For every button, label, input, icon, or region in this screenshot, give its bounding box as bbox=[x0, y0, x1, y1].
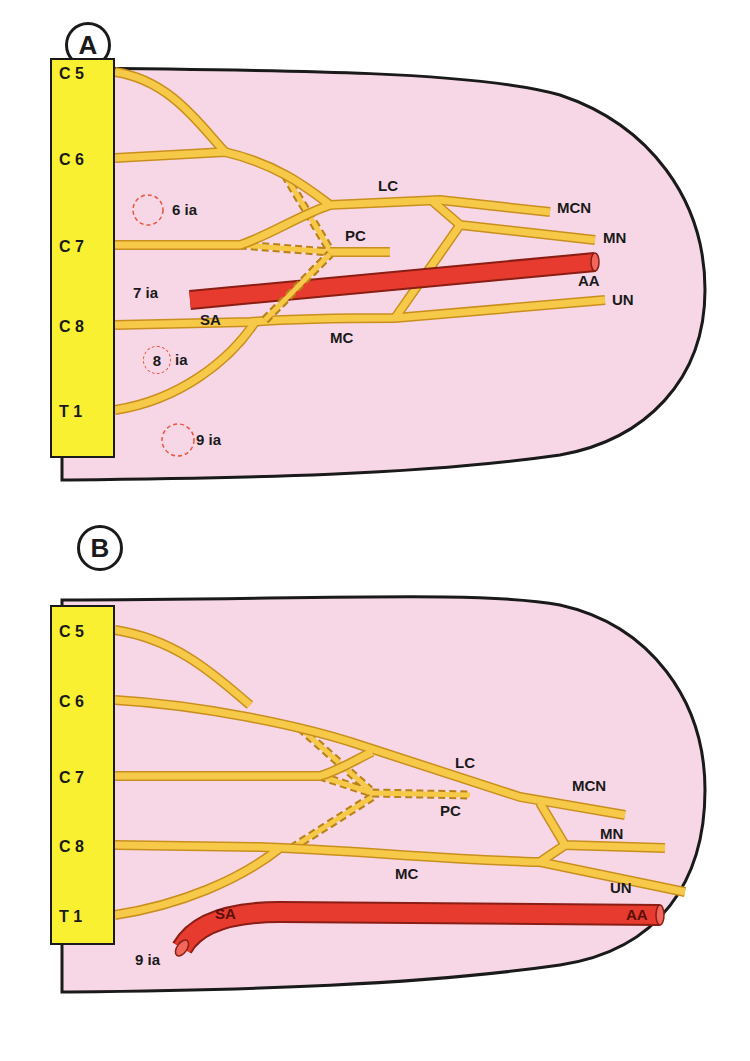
structure-label: ia bbox=[175, 352, 188, 368]
structure-label: LC bbox=[455, 755, 475, 771]
structure-label: AA bbox=[626, 907, 648, 923]
root-label: C 7 bbox=[59, 238, 84, 256]
intercostal-space-mark bbox=[133, 195, 163, 225]
panel-letter-text: B bbox=[91, 533, 110, 564]
structure-label: MCN bbox=[572, 778, 606, 794]
spinal-root-bar: C 5 C 6 C 7 C 8 T 1 bbox=[50, 605, 115, 945]
spinal-root-bar: C 5 C 6 C 7 C 8 T 1 bbox=[50, 58, 115, 458]
artery-end bbox=[656, 905, 664, 925]
plexus-nerve bbox=[115, 72, 605, 410]
structure-label: SA bbox=[200, 312, 221, 328]
structure-label: PC bbox=[440, 803, 461, 819]
callout-number: 8 bbox=[153, 352, 161, 369]
posterior-cord-branch bbox=[265, 254, 330, 320]
intercostal-space-mark: 8 bbox=[143, 346, 171, 374]
posterior-cord-branch bbox=[292, 728, 470, 848]
artery-end bbox=[173, 938, 192, 958]
plexus-nerve bbox=[115, 72, 605, 410]
root-label: C 5 bbox=[59, 623, 84, 641]
artery-end bbox=[591, 253, 599, 271]
structure-label: 6 ia bbox=[172, 202, 197, 218]
structure-label: AA bbox=[578, 273, 600, 289]
structure-label: MN bbox=[603, 230, 626, 246]
root-label: T 1 bbox=[59, 403, 82, 421]
arm-outline bbox=[62, 597, 705, 992]
artery bbox=[190, 262, 595, 300]
structure-label: SA bbox=[215, 906, 236, 922]
structure-label: MC bbox=[330, 330, 353, 346]
structure-label: PC bbox=[345, 228, 366, 244]
structure-label: LC bbox=[378, 178, 398, 194]
root-label: T 1 bbox=[59, 908, 82, 926]
root-label: C 6 bbox=[59, 693, 84, 711]
intercostal-space-mark bbox=[162, 424, 194, 456]
structure-label: 9 ia bbox=[135, 952, 160, 968]
structure-label: UN bbox=[610, 880, 632, 896]
root-label: C 6 bbox=[59, 151, 84, 169]
root-label: C 8 bbox=[59, 318, 84, 336]
plexus-nerve bbox=[115, 630, 685, 915]
artery bbox=[182, 912, 660, 948]
structure-label: 9 ia bbox=[196, 432, 221, 448]
structure-label: MN bbox=[600, 826, 623, 842]
posterior-cord-branch bbox=[292, 728, 470, 848]
plexus-nerve bbox=[115, 630, 685, 915]
artery bbox=[182, 912, 660, 948]
structure-label: MC bbox=[395, 866, 418, 882]
arm-outline bbox=[62, 68, 705, 480]
artery bbox=[190, 262, 595, 300]
structure-label: UN bbox=[612, 292, 634, 308]
root-label: C 8 bbox=[59, 838, 84, 856]
structure-label: MCN bbox=[557, 200, 591, 216]
root-label: C 5 bbox=[59, 65, 84, 83]
posterior-cord-branch bbox=[265, 254, 330, 320]
panel-letter-text: A bbox=[79, 30, 98, 61]
structure-label: 7 ia bbox=[133, 285, 158, 301]
panel-letter: B bbox=[77, 525, 123, 571]
root-label: C 7 bbox=[59, 769, 84, 787]
